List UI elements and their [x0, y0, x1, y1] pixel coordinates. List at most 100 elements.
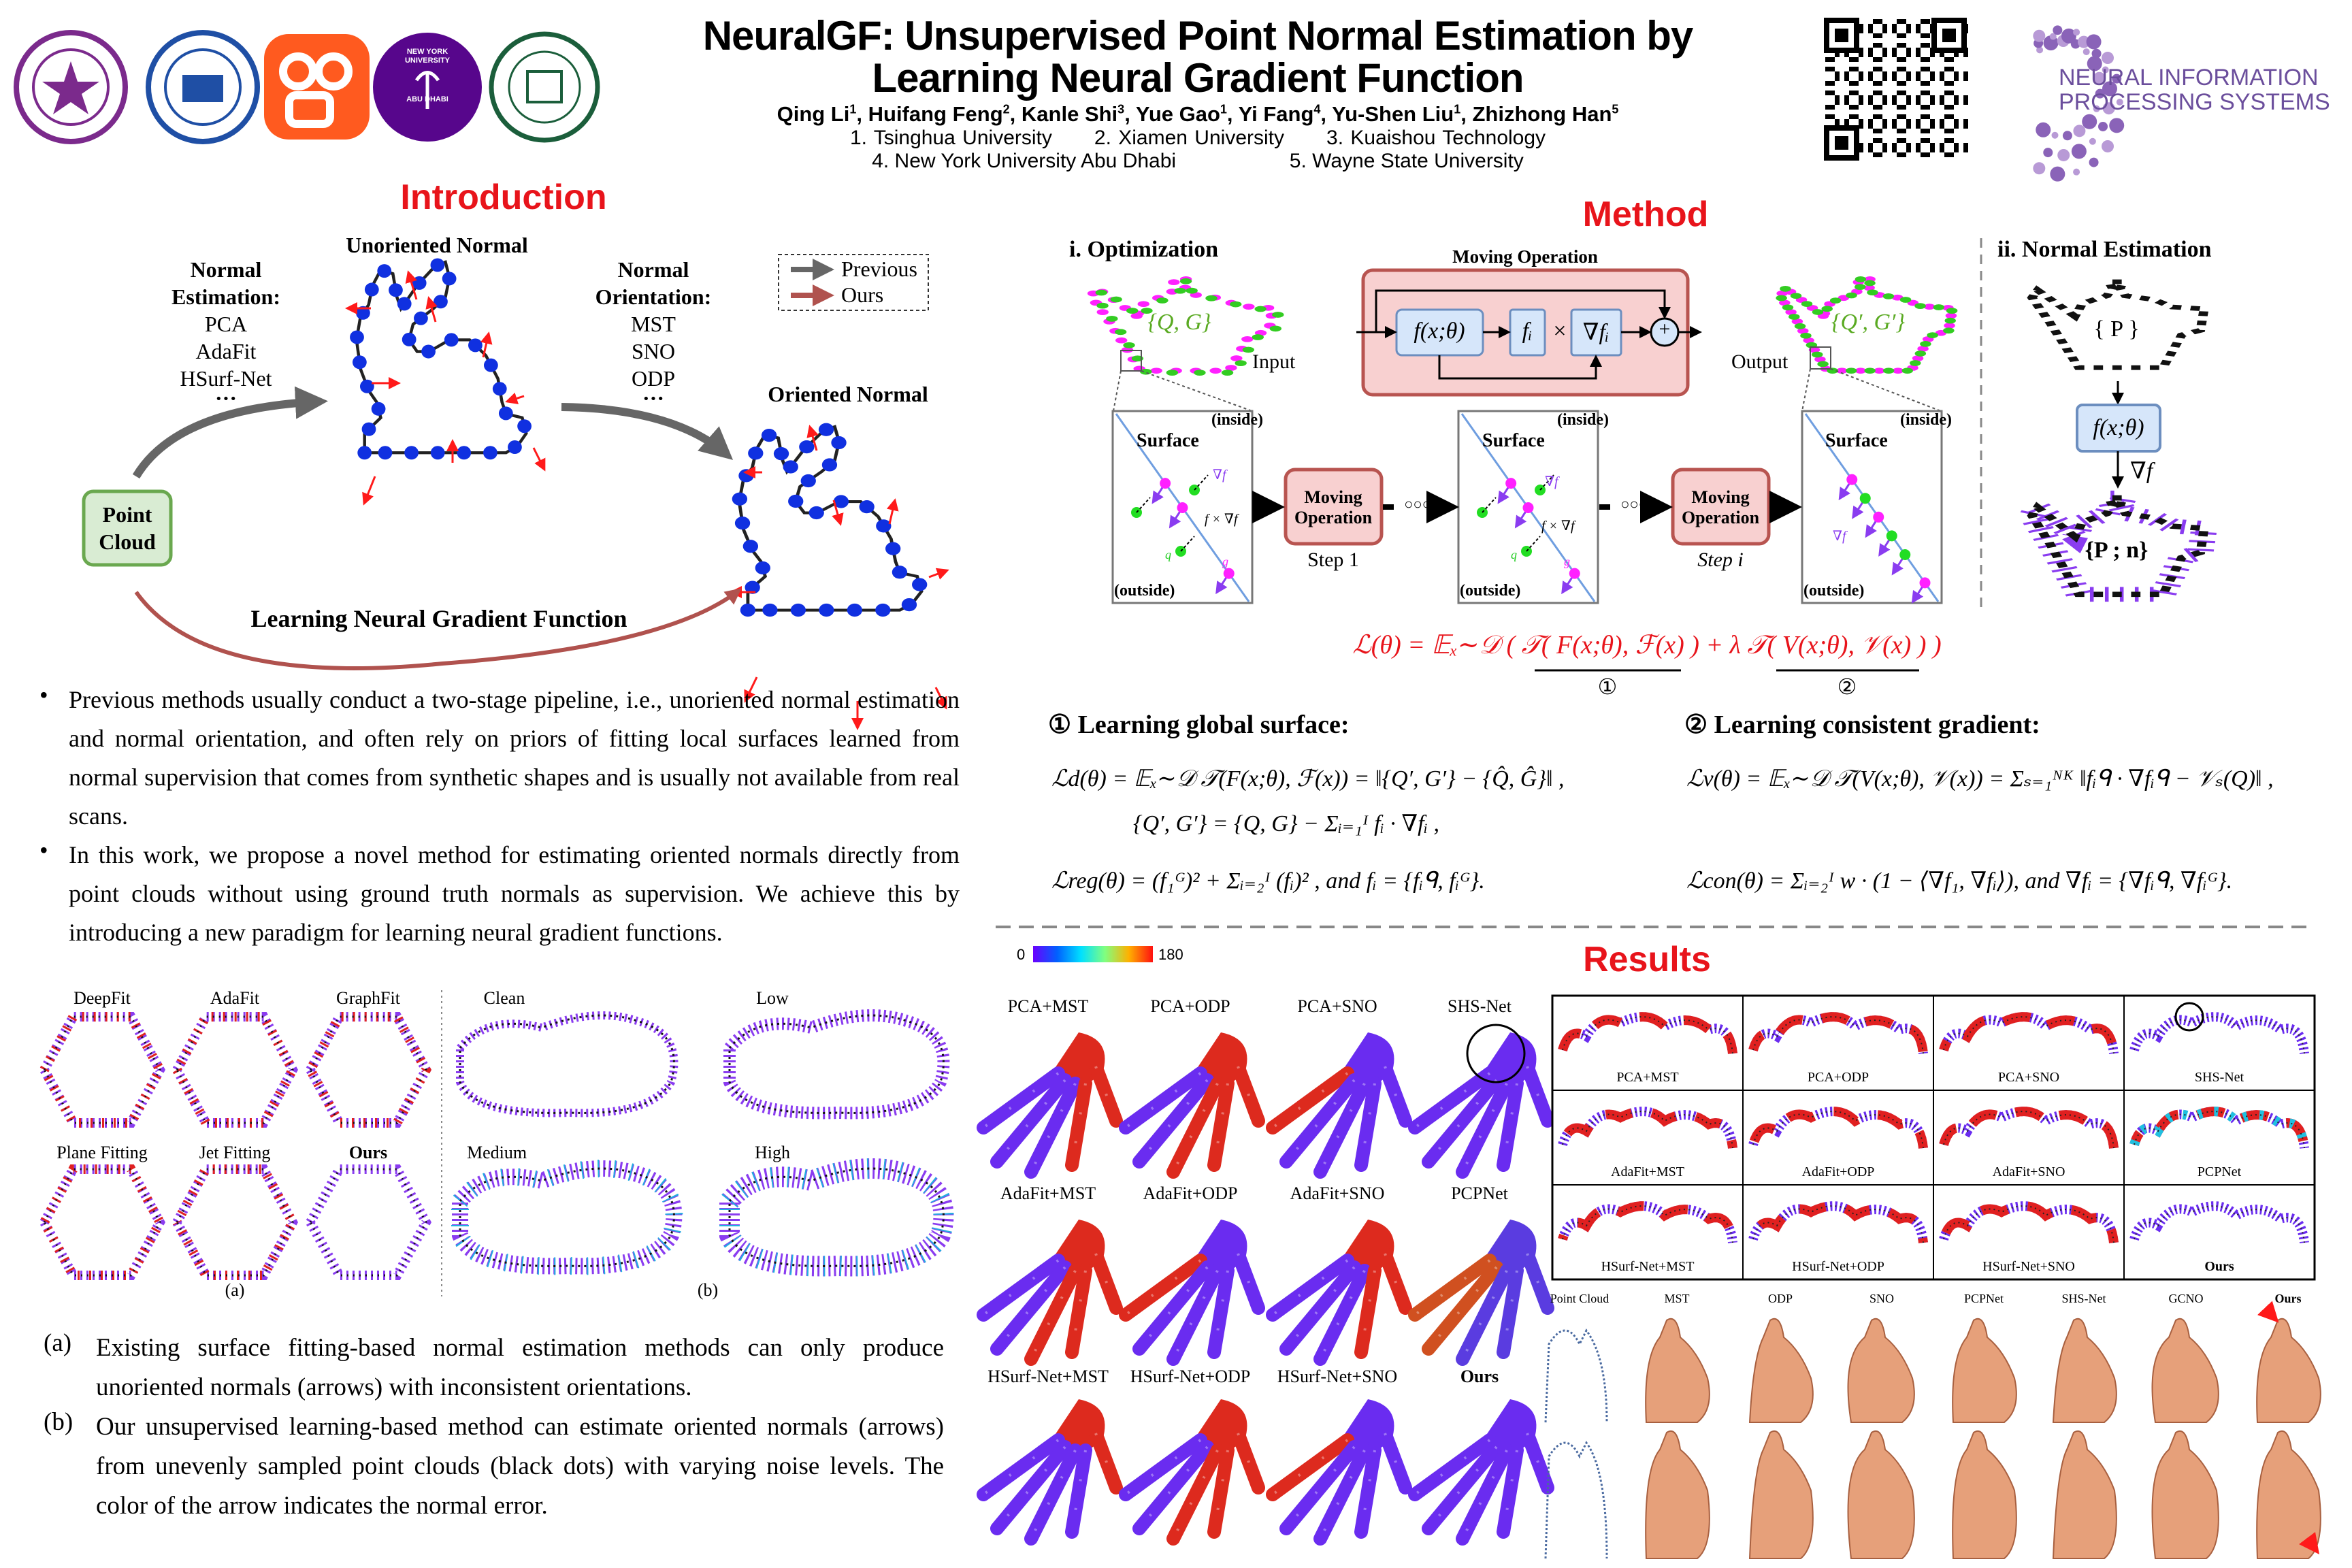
fig-a-label: Jet Fitting — [199, 1143, 271, 1162]
mesh-render — [2256, 1318, 2321, 1423]
hand-results — [977, 1024, 1554, 1546]
panel-grad: ∇f — [1545, 474, 1558, 489]
circle-2: ② — [1837, 674, 1857, 699]
continuation-dots: ○○○ — [1404, 495, 1431, 512]
xiamen-logo — [146, 30, 260, 144]
normal-arrows — [345, 270, 949, 730]
hand-render — [977, 1399, 1123, 1546]
hand-label: PCPNet — [1451, 1183, 1508, 1203]
fig-b-label: High — [755, 1143, 790, 1162]
moving-op-step1 — [1284, 468, 1384, 546]
recon-label: Point Cloud — [1550, 1292, 1610, 1305]
intro-heading: Introduction — [400, 178, 607, 217]
mesh-render — [2052, 1430, 2117, 1559]
mesh-render — [1847, 1430, 1915, 1559]
normal-orientation-block: Normal Orientation: MST SNO ODP ··· — [595, 256, 712, 410]
author-affil: 1 — [849, 102, 857, 116]
author-affil: 2 — [1002, 102, 1010, 116]
equation-reg: ℒreg(θ) = (f₁ᴳ)² + Σᵢ₌₂ᴵ (fᵢ)² , and fᵢ … — [1051, 868, 1485, 894]
grid-label: AdaFit+SNO — [1992, 1164, 2065, 1179]
legend-previous: Previous — [841, 257, 917, 281]
panel-surface: Surface — [1825, 430, 1888, 451]
affiliation: 1. Tsinghua University — [849, 127, 1052, 149]
author-affil: 3 — [1117, 102, 1125, 116]
results-heading: Results — [1583, 940, 1711, 979]
section-consistent-gradient: ② Learning consistent gradient: — [1684, 710, 2040, 739]
ellipsis: ··· — [642, 386, 665, 410]
nyu-abu-dhabi-logo — [373, 33, 482, 142]
section-global-surface: ① Learning global surface: — [1048, 710, 1350, 739]
times-sign: × — [1553, 318, 1567, 344]
method-heading: Method — [1582, 195, 1709, 234]
fig-b-label: Clean — [483, 988, 525, 1008]
f-theta: f(x;θ) — [1414, 318, 1465, 344]
caption-tag: (b) — [44, 1408, 74, 1436]
wayne-state-logo — [489, 31, 600, 143]
grid-label: PCA+ODP — [1807, 1070, 1869, 1085]
grid-label: PCPNet — [2197, 1164, 2242, 1179]
hand-label: PCA+ODP — [1150, 996, 1230, 1016]
oriented-bunny — [739, 427, 921, 610]
grid-label: AdaFit+MST — [1611, 1164, 1684, 1179]
affiliations-line1: 1. Tsinghua University 2. Xiamen Univers… — [850, 127, 1546, 150]
grid-label: SHS-Net — [2194, 1070, 2244, 1085]
mesh-render — [1847, 1318, 1915, 1423]
grid-label: HSurf-Net+ODP — [1792, 1259, 1884, 1274]
recon-label: SHS-Net — [2061, 1292, 2106, 1305]
poster-title-line2: Learning Neural Gradient Function — [872, 55, 1524, 101]
legend-ours: Ours — [841, 282, 884, 307]
moving-operation-title: Moving Operation — [1452, 246, 1598, 267]
arrow-learning — [134, 588, 742, 670]
author-list: Qing Li1, Huifang Feng2, Kanle Shi3, Yue… — [777, 102, 1619, 126]
arrow-to-oriented — [561, 403, 734, 460]
affiliations-line2: 4. New York University Abu Dhabi 5. Wayn… — [872, 150, 1524, 173]
stepi-label: Step i — [1697, 549, 1744, 571]
figure-a-b — [39, 1009, 954, 1280]
mesh-render — [1748, 1318, 1814, 1423]
grad-f-i: ∇fᵢ — [1582, 320, 1610, 345]
bullet-dot: • — [39, 836, 48, 864]
author-affil: 1 — [1220, 102, 1227, 116]
equation-lv: ℒv(θ) = 𝔼ₓ∼𝒟 𝒯(V(x;θ), 𝒱(x)) = Σₛ₌₁ᴺᴷ ‖f… — [1686, 766, 2274, 791]
panel-g: g — [1564, 555, 1570, 568]
panel-outside: (outside) — [1114, 582, 1175, 600]
grid-label: PCA+MST — [1616, 1070, 1679, 1085]
panel-inside: (inside) — [1557, 411, 1610, 429]
intro-bullet: In this work, we propose a novel method … — [69, 841, 960, 946]
hand-label: AdaFit+SNO — [1290, 1183, 1385, 1203]
mesh-render — [1645, 1430, 1710, 1559]
optimization-label: i. Optimization — [1069, 237, 1219, 262]
fig-a-label: GraphFit — [336, 988, 400, 1008]
learning-ngf-label: Learning Neural Gradient Function — [250, 605, 627, 632]
normal-estimation-block: Normal Estimation: PCA AdaFit HSurf-Net … — [172, 256, 280, 409]
orientation-method: MST — [631, 312, 676, 336]
mesh-render — [2052, 1318, 2117, 1423]
continuation-dots: ○○○ — [1620, 495, 1648, 512]
mesh-render — [2151, 1318, 2219, 1423]
hand-label: AdaFit+MST — [1000, 1183, 1096, 1203]
mesh-render — [1952, 1318, 2017, 1423]
normal-estimation-label: ii. Normal Estimation — [1997, 237, 2212, 262]
hand-render — [977, 1220, 1123, 1366]
orientation-method: ODP — [631, 366, 676, 391]
estimation-method: AdaFit — [195, 339, 257, 363]
tsinghua-logo — [14, 30, 128, 144]
comparison-grid — [1551, 994, 2316, 1281]
fig-b-tag: (b) — [697, 1280, 719, 1300]
orientation-method: SNO — [631, 339, 676, 363]
panel-inside: (inside) — [1211, 411, 1264, 429]
colorbar-min: 0 — [1017, 946, 1026, 963]
panel-surface: Surface — [1137, 430, 1199, 451]
estimation-method: HSurf-Net — [180, 366, 272, 391]
author: Yu-Shen Liu — [1332, 102, 1454, 126]
input-set: {Q, G} — [1147, 310, 1211, 335]
loss-formula: ℒ(θ) = 𝔼ₓ∼𝒟 ( 𝒯( F(x;θ), ℱ(x) ) + λ 𝒯( V… — [1352, 631, 1942, 659]
hand-label: SHS-Net — [1448, 996, 1512, 1016]
kuaishou-logo — [264, 34, 370, 140]
unoriented-normal-label: Unoriented Normal — [346, 233, 528, 257]
author: Qing Li — [777, 102, 850, 126]
neurips-logo — [2033, 25, 2125, 182]
point-cloud-render — [1544, 1441, 1608, 1559]
